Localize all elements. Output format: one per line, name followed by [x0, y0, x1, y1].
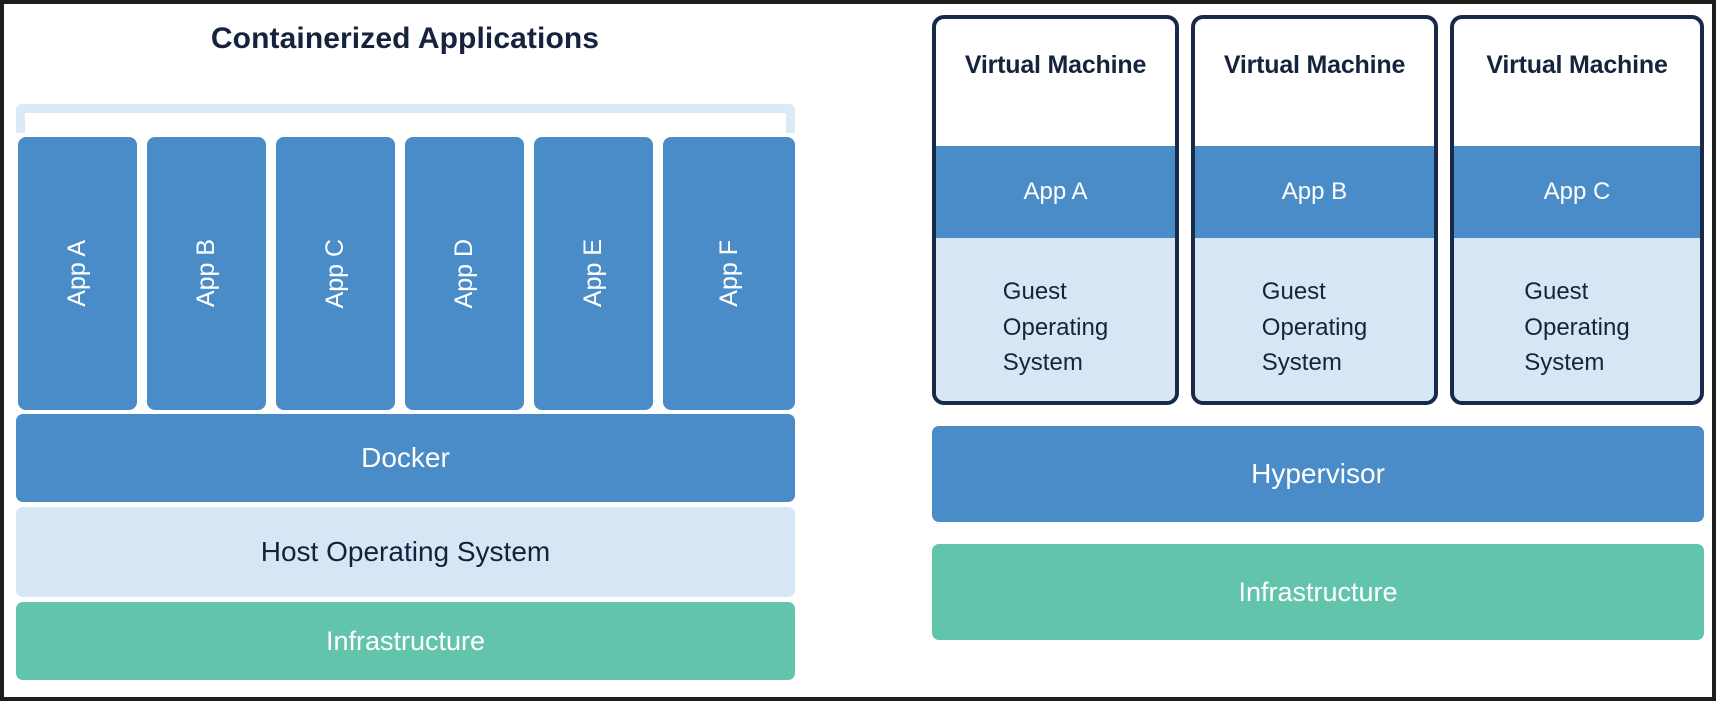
- virtual-machine-app-label: App C: [1454, 146, 1700, 238]
- host-operating-system-layer: Host Operating System: [16, 507, 795, 597]
- infrastructure-layer-left: Infrastructure: [16, 602, 795, 680]
- virtual-machine-app-label: App A: [936, 146, 1175, 238]
- containers-panel-title: Containerized Applications: [210, 22, 600, 55]
- virtual-machine-title: Virtual Machine: [964, 51, 1147, 79]
- containers-panel: Containerized Applications App A App B A…: [4, 4, 824, 697]
- app-column-f: App F: [663, 137, 795, 410]
- app-column-c: App C: [276, 137, 395, 410]
- hypervisor-layer: Hypervisor: [932, 426, 1704, 522]
- app-column-a: App A: [18, 137, 137, 410]
- app-column-d: App D: [405, 137, 524, 410]
- virtual-machine-title: Virtual Machine: [1223, 51, 1406, 79]
- virtual-machine-title: Virtual Machine: [1486, 51, 1668, 79]
- app-column-e: App E: [534, 137, 653, 410]
- app-column-b: App B: [147, 137, 266, 410]
- virtual-machine-app-label: App B: [1195, 146, 1434, 238]
- docker-layer: Docker: [16, 414, 795, 502]
- infrastructure-layer-right: Infrastructure: [932, 544, 1704, 640]
- container-group-bracket: [16, 104, 795, 133]
